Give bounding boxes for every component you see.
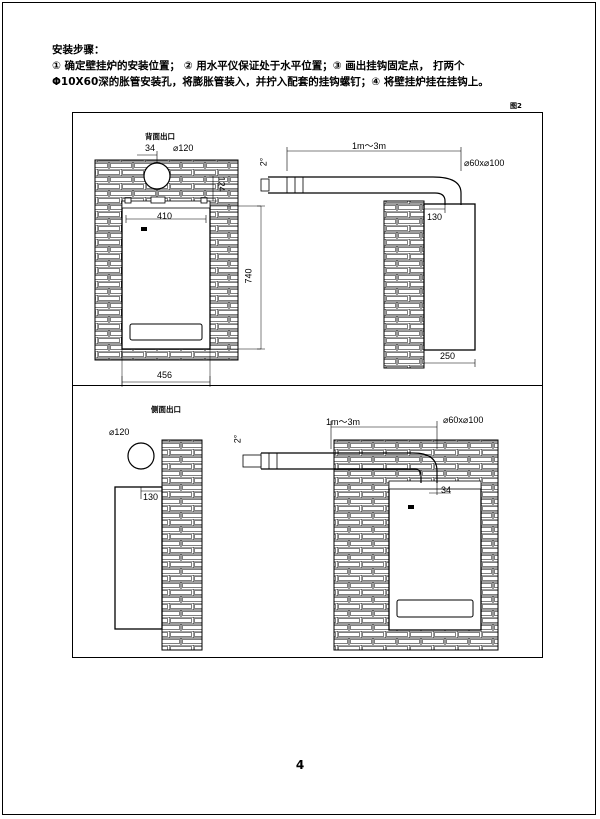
dim-pipe-diameter: ⌀120: [109, 427, 130, 437]
side-outlet-title: 侧面出口: [151, 405, 181, 414]
dim-body-height: 740: [243, 268, 254, 284]
dim-angle: 2°: [232, 434, 243, 444]
dim-top-height: 124: [216, 176, 227, 192]
page-number: 4: [295, 758, 305, 772]
section-divider: [73, 385, 542, 386]
side-outlet-front-view: [242, 421, 499, 651]
dim-pipe-diameter: ⌀120: [173, 143, 194, 153]
steps-title: 安装步骤：: [52, 44, 105, 56]
figure-label: 图2: [510, 102, 522, 110]
dim-pipe-length: 1m～3m: [352, 141, 387, 151]
dim-angle: 2°: [258, 157, 269, 167]
dim-depth: 250: [440, 351, 456, 361]
dim-coaxial-pipe: ⌀60x⌀100: [443, 415, 484, 425]
dim-body-width: 456: [157, 370, 173, 380]
dim-wall-gap: 130: [143, 492, 159, 502]
steps-line-1: ① 确定壁挂炉的安装位置； ② 用水平仪保证处于水平位置；③ 画出挂钩固定点， …: [52, 60, 465, 72]
dim-coaxial-pipe: ⌀60x⌀100: [464, 158, 505, 168]
dim-offset: 34: [145, 143, 156, 153]
diagram-drawing: [94, 147, 499, 651]
boiler-side: [114, 486, 163, 630]
side-outlet-side-view: [114, 439, 203, 651]
installation-diagram: 背面出口 侧面出口 34 ⌀120 124 410 740 456 1m～3m …: [72, 112, 543, 658]
steps-line-2: Φ10X60深的胀管安装孔，将膨胀管装入，并拧入配套的挂钩螺钉；④ 将壁挂炉挂在…: [52, 76, 489, 88]
flue-opening: [143, 162, 171, 190]
dim-pipe-length: 1m～3m: [326, 417, 361, 427]
rear-outlet-title: 背面出口: [145, 132, 175, 141]
dim-offset: 34: [441, 485, 452, 495]
boiler-side: [423, 203, 476, 351]
rear-outlet-side-view: [260, 147, 476, 369]
dim-hook-width: 410: [157, 211, 173, 221]
rear-outlet-front-view: [94, 151, 265, 387]
flue-opening: [127, 442, 155, 470]
installation-steps: 安装步骤： ① 确定壁挂炉的安装位置； ② 用水平仪保证处于水平位置；③ 画出挂…: [52, 42, 572, 90]
dim-wall-gap: 130: [427, 212, 443, 222]
